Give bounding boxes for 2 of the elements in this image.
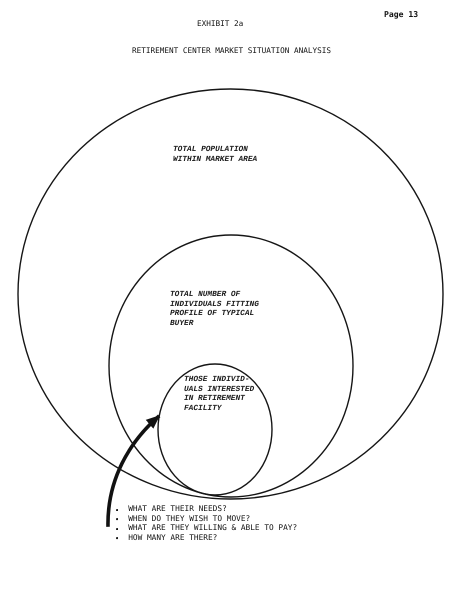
page-number: Page 13 — [384, 9, 418, 19]
curved-arrow — [106, 414, 160, 527]
